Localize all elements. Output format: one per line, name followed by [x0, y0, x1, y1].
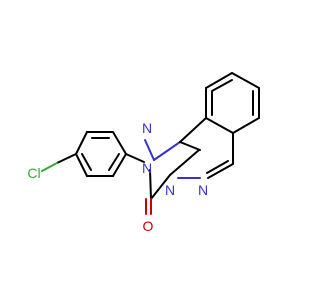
bond-ch-n [207, 163, 234, 179]
ring-bond [75, 153, 88, 177]
atom-o: O [143, 218, 154, 234]
atom-labels: Cl N N N N O [27, 120, 208, 234]
atom-n-top: N [142, 120, 152, 136]
bond-fused [205, 117, 234, 134]
bond-n-n [144, 139, 155, 161]
bond-c-n [179, 141, 201, 151]
ring-bond [75, 131, 88, 155]
atom-cl: Cl [27, 165, 40, 181]
bond-fused [179, 117, 207, 143]
benzo-bond [205, 72, 233, 89]
bond-c-n2 [169, 149, 200, 176]
bonds [41, 72, 260, 215]
benzo-bond [231, 72, 260, 89]
atom-n-left: N [142, 160, 152, 176]
ring-bond [112, 153, 127, 177]
atom-n-lower: N [198, 182, 208, 198]
ring-inner-bond [81, 153, 92, 171]
atom-n-bridge: N [165, 182, 175, 198]
bond-co-n [150, 174, 171, 200]
bond-ring-n [125, 153, 145, 163]
ring-bond [112, 131, 127, 155]
bond-n-n-dbl [153, 141, 181, 161]
bond-cl-c [56, 153, 77, 164]
bond-co-n2 [149, 169, 152, 200]
structure-svg: Cl N N N N O [27, 72, 260, 234]
benzo-bond [232, 117, 260, 134]
bond-cl-segment [41, 162, 58, 172]
bond-ch-n-inner [206, 160, 229, 174]
ring-inner-bond [108, 153, 120, 171]
benzo-inner [211, 79, 233, 92]
molecule-diagram: Cl N N N N O [27, 72, 260, 234]
